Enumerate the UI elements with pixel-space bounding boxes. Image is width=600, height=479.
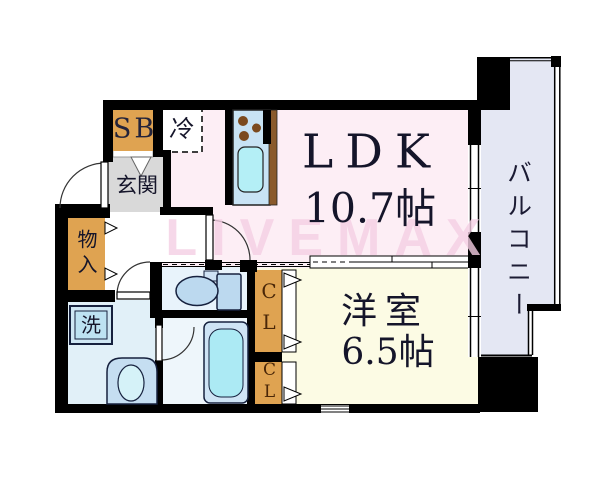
- stove-burner-icon: [238, 116, 248, 126]
- laundry-box: [69, 305, 113, 345]
- entrance-label: 玄関: [116, 173, 158, 198]
- closet-label-1: CL: [257, 279, 281, 341]
- balcony-label: バルコニー: [503, 159, 533, 325]
- kitchen-sink-icon: [237, 146, 264, 193]
- room-size-ldk: 10.7帖: [303, 184, 437, 233]
- bathtub: [203, 321, 249, 404]
- laundry-label: 洗: [81, 313, 101, 337]
- refrigerator-label: 冷: [168, 115, 196, 143]
- storage-label: 物入: [74, 229, 98, 279]
- balcony-structure: [481, 56, 561, 357]
- closet-doors: [281, 269, 303, 405]
- room-label-ldk: LDK: [301, 124, 443, 180]
- closet-label-2: CL: [259, 360, 280, 404]
- stove-burner-icon: [252, 123, 261, 133]
- partition-blocks: [205, 260, 257, 272]
- partition-lines: [152, 262, 312, 267]
- windows: [321, 145, 481, 413]
- room-size-western: 6.5帖: [341, 332, 435, 373]
- sliding-door: [309, 252, 481, 269]
- kitchen-counter: [232, 109, 278, 206]
- doors: [59, 156, 251, 362]
- room-label-western: 洋室: [340, 291, 430, 332]
- shoebox-label: SB: [112, 113, 158, 145]
- washbasin: [106, 357, 158, 405]
- floor-fills: [68, 57, 554, 405]
- watermark: LIVEMAX: [165, 209, 495, 267]
- stove-burner-icon: [239, 131, 249, 141]
- toilet-fixture: [175, 270, 242, 311]
